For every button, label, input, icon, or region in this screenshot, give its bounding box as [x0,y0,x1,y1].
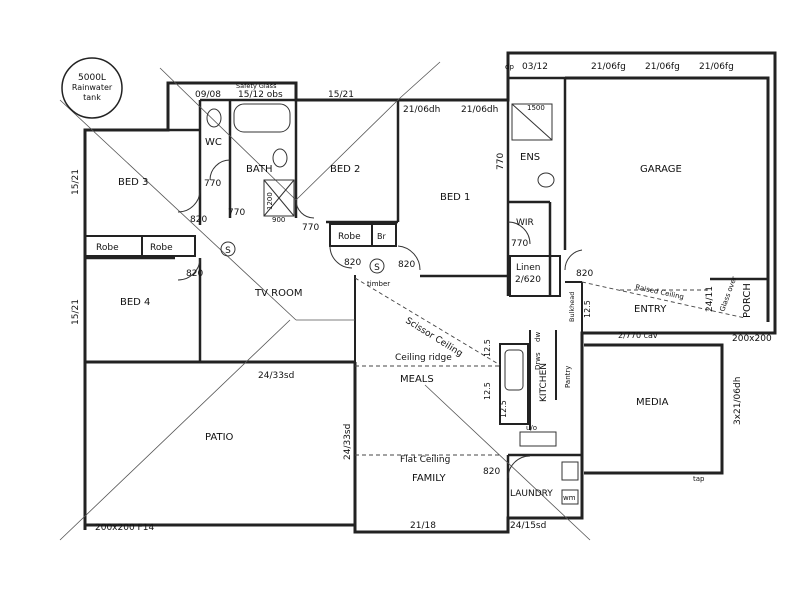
win-2411: 24/11 [705,286,715,312]
door-900: 900 [272,216,285,224]
win-2106fg-c: 21/06fg [699,62,734,72]
door-820-bed4: 820 [186,269,203,279]
win-0312: 03/12 [522,62,548,72]
win-1521-left-b: 15/21 [71,299,81,325]
room-porch: PORCH [742,283,753,318]
win-1521-top: 15/21 [328,90,354,100]
smoke-label-1: S [225,246,231,256]
win-2106fg-a: 21/06fg [591,62,626,72]
tank-label-1: 5000L [78,73,106,83]
room-br: Br [377,232,386,241]
room-tv: TV ROOM [254,288,302,299]
win-2106fg-b: 21/06fg [645,62,680,72]
note-ridge: Ceiling ridge [395,353,452,363]
fixtures [206,103,579,505]
door-2-620: 2/620 [515,275,541,285]
notes: Scissor Ceiling Ceiling ridge Flat Ceili… [367,63,739,502]
rainwater-tank: 5000L Rainwater tank [61,57,123,119]
note-drws: Drws [534,352,542,370]
tank-label-3: tank [83,93,101,102]
win-2106dh: 21/06dh [403,105,440,115]
door-820-bed3: 820 [190,215,207,225]
room-kitchen: KITCHEN [539,363,549,402]
win-2433sd-h: 24/33sd [258,371,294,381]
win-safety: Safety Glass [236,82,277,90]
door-swings [177,159,583,479]
win-2106dh-b: 21/06dh [461,105,498,115]
door-770-ens: 770 [496,153,506,170]
tank-label-2: Rainwater [72,83,113,92]
note-dw: dw [534,332,542,342]
room-entry: ENTRY [634,304,667,315]
win-1521-left-a: 15/21 [71,169,81,195]
win-1512: 15/12 obs [238,90,283,100]
note-pitch-d: 12.5 [499,400,508,418]
room-bed2: BED 2 [330,164,360,175]
note-pitch-a: 12.5 [483,339,492,357]
door-820-a: 820 [344,258,361,268]
door-2-770cav: 2/770 cav [618,331,658,340]
ceiling-lines [354,277,746,456]
room-garage: GARAGE [640,164,682,175]
smoke-detector-icon [369,258,385,274]
door-1500: 1500 [527,104,545,112]
roof-lines [59,61,591,541]
note-bulkhead: Bulkhead [568,292,576,322]
room-wir: WIR [516,218,534,228]
room-bed1: BED 1 [440,192,470,203]
door-820-garage: 820 [576,269,593,279]
door-770-bed2: 770 [302,223,319,233]
room-bed3: BED 3 [118,177,148,188]
door-1200: 1200 [266,192,274,210]
smoke-label-2: S [374,263,380,273]
external-walls [83,51,777,534]
note-pitch-b: 12.5 [483,382,492,400]
room-patio: PATIO [205,432,234,443]
note-wm: wm [563,494,576,502]
door-820-family: 820 [483,467,500,477]
door-770-bath: 770 [228,208,245,218]
win-0908: 09/08 [195,90,221,100]
door-770-wir: 770 [511,239,528,249]
smoke-detectors: S S [220,241,385,274]
note-tap: tap [693,475,705,483]
room-meals: MEALS [400,374,434,385]
door-labels: 770 770 770 770 770 820 820 820 820 820 … [186,104,658,477]
win-200x200f14: 200x200 F14 [95,523,154,533]
room-bath: BATH [246,164,273,175]
win-200x200: 200x200 [732,334,772,344]
note-glass: Glass over [718,275,738,312]
room-labels: BED 3 BED 2 BED 1 BED 4 WC BATH ENS WIR … [96,137,753,499]
room-wc: WC [205,137,222,148]
win-2433sd-v: 24/33sd [343,424,353,460]
room-ens: ENS [520,152,540,163]
internal-walls [84,76,583,518]
smoke-detector-icon [220,241,236,257]
window-labels: 09/08 Safety Glass 15/12 obs 15/21 21/06… [71,62,772,533]
room-pantry: Pantry [564,366,572,388]
win-2118: 21/18 [410,521,436,531]
door-820-b: 820 [398,260,415,270]
note-dp: dp [505,63,514,71]
room-robe-a: Robe [96,243,119,253]
win-3x2106dh: 3x21/06dh [733,377,743,425]
win-2415sd: 24/15sd [510,521,546,531]
room-robe-c: Robe [338,232,361,242]
room-media: MEDIA [636,397,669,408]
room-linen: Linen [516,263,540,273]
room-family: FAMILY [412,473,446,484]
room-robe-b: Robe [150,243,173,253]
door-770-wc: 770 [204,179,221,189]
note-raised: Raised Ceiling [635,283,685,301]
note-timber: timber [367,280,390,288]
room-laundry: LAUNDRY [510,489,553,499]
note-flat: Flat Ceiling [400,455,450,465]
note-uo: u/o [526,424,537,432]
note-pitch-c: 12.5 [583,300,592,318]
room-bed4: BED 4 [120,297,150,308]
